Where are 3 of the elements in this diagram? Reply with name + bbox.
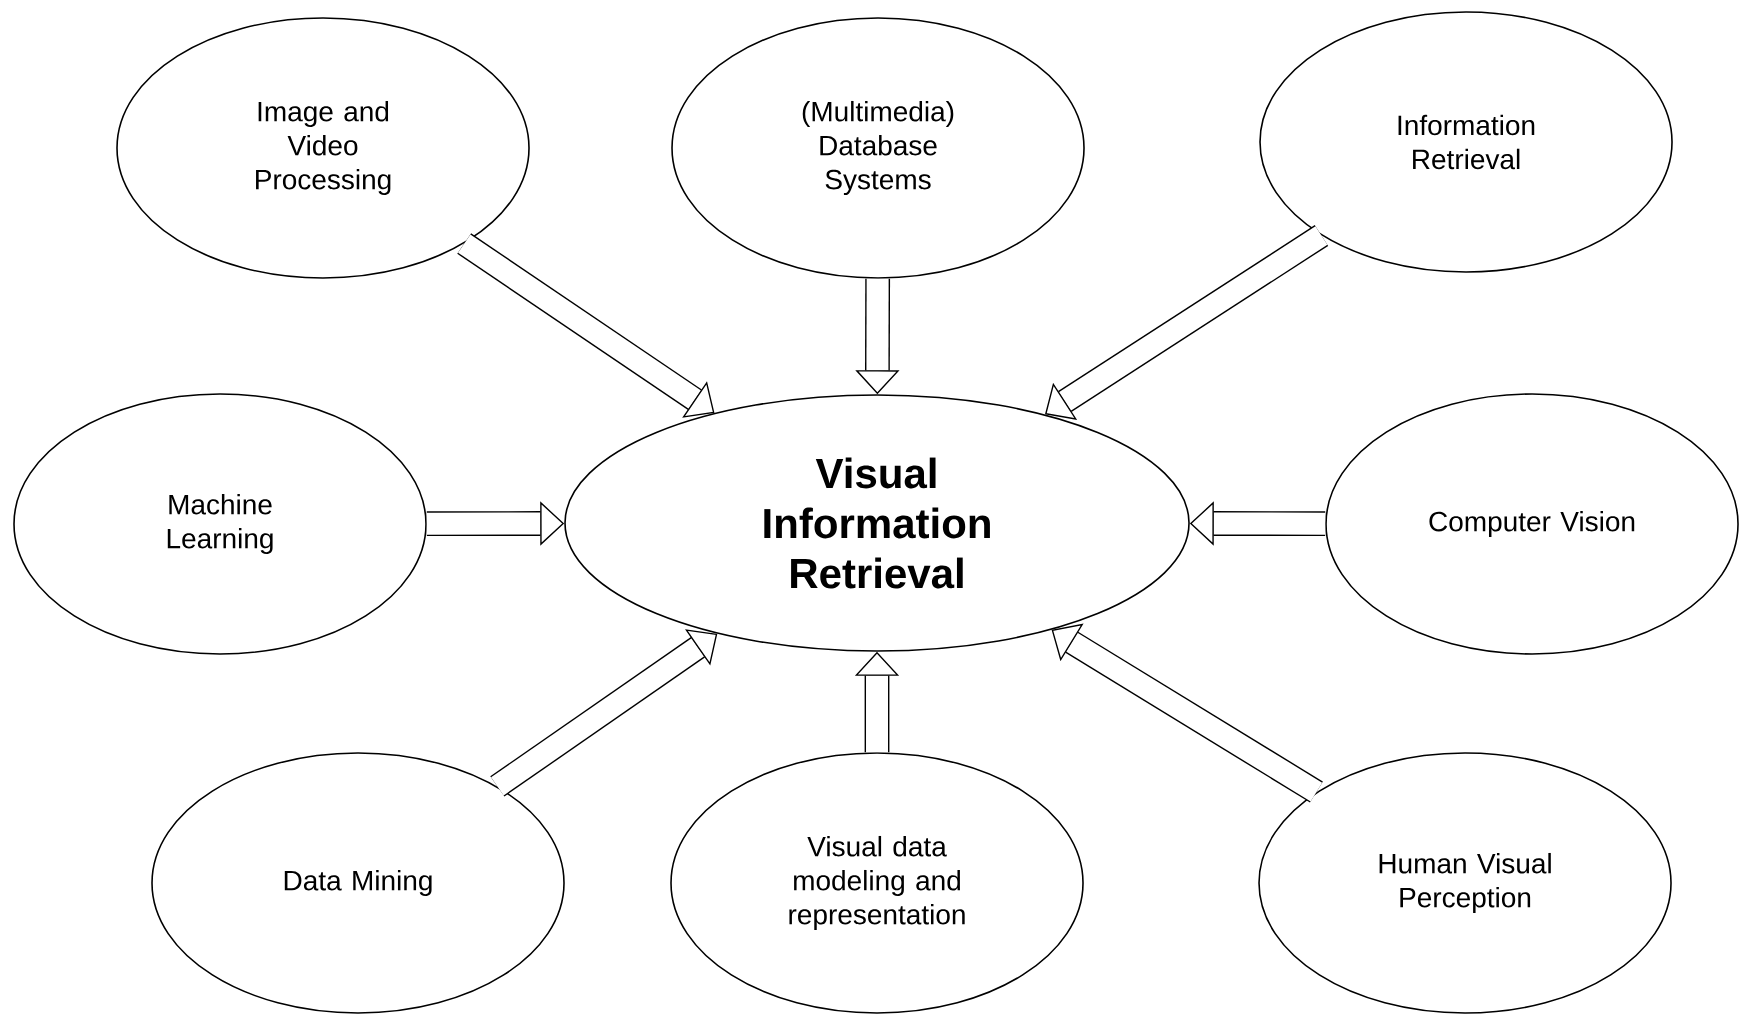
block-arrow: [457, 233, 715, 418]
block-arrow: [490, 629, 718, 797]
block-arrow: [1051, 623, 1323, 803]
